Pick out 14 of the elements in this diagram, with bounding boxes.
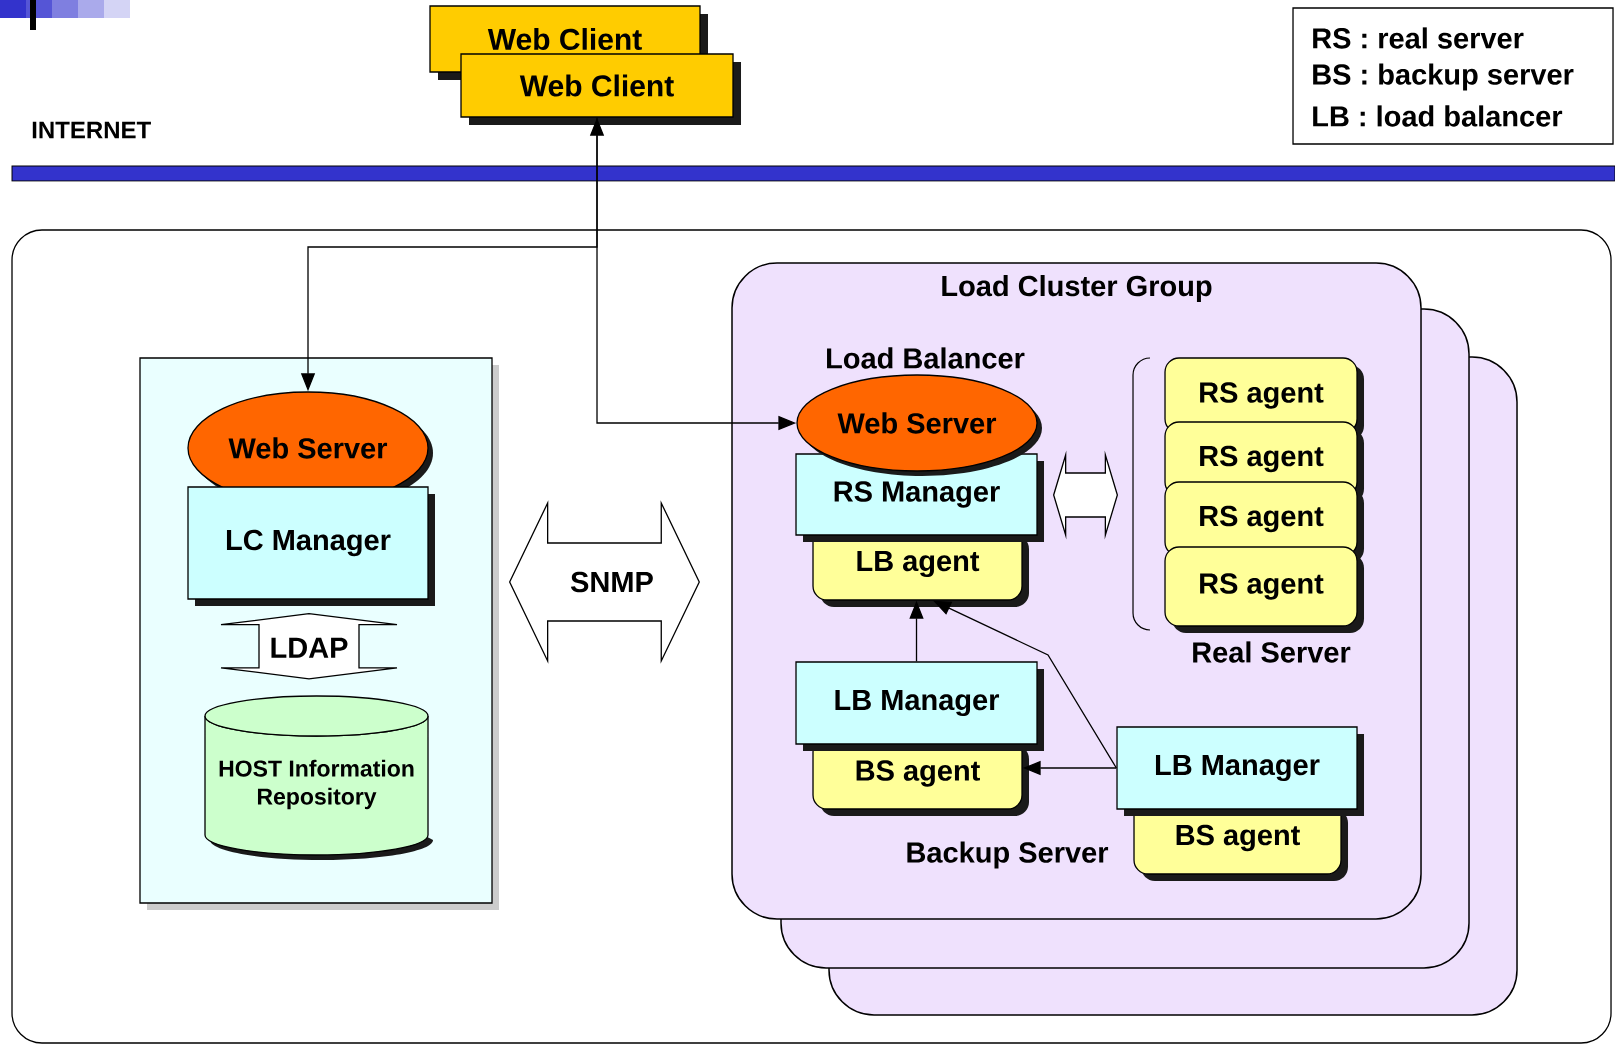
edge-label: SNMP — [569, 570, 655, 594]
repository-cylinder: HOST Information Repository — [204, 695, 433, 860]
key-text: RS : real server — [1313, 27, 1524, 49]
manager-box: LC Manager — [187, 486, 435, 606]
manager-box: LB Manager — [795, 661, 1044, 751]
key-text: BS : backup server — [1313, 63, 1574, 91]
group-label: Real Server — [1193, 641, 1351, 663]
block-arrow — [1053, 450, 1119, 540]
manager-box: LB Manager — [1116, 726, 1364, 816]
agent-box: RS agent — [1164, 546, 1364, 633]
key-text: LB : load balancer — [1313, 105, 1563, 127]
network-label: INTERNET — [32, 121, 151, 139]
group-label: Backup Server — [907, 841, 1109, 869]
client-box: Web Client — [460, 53, 741, 125]
